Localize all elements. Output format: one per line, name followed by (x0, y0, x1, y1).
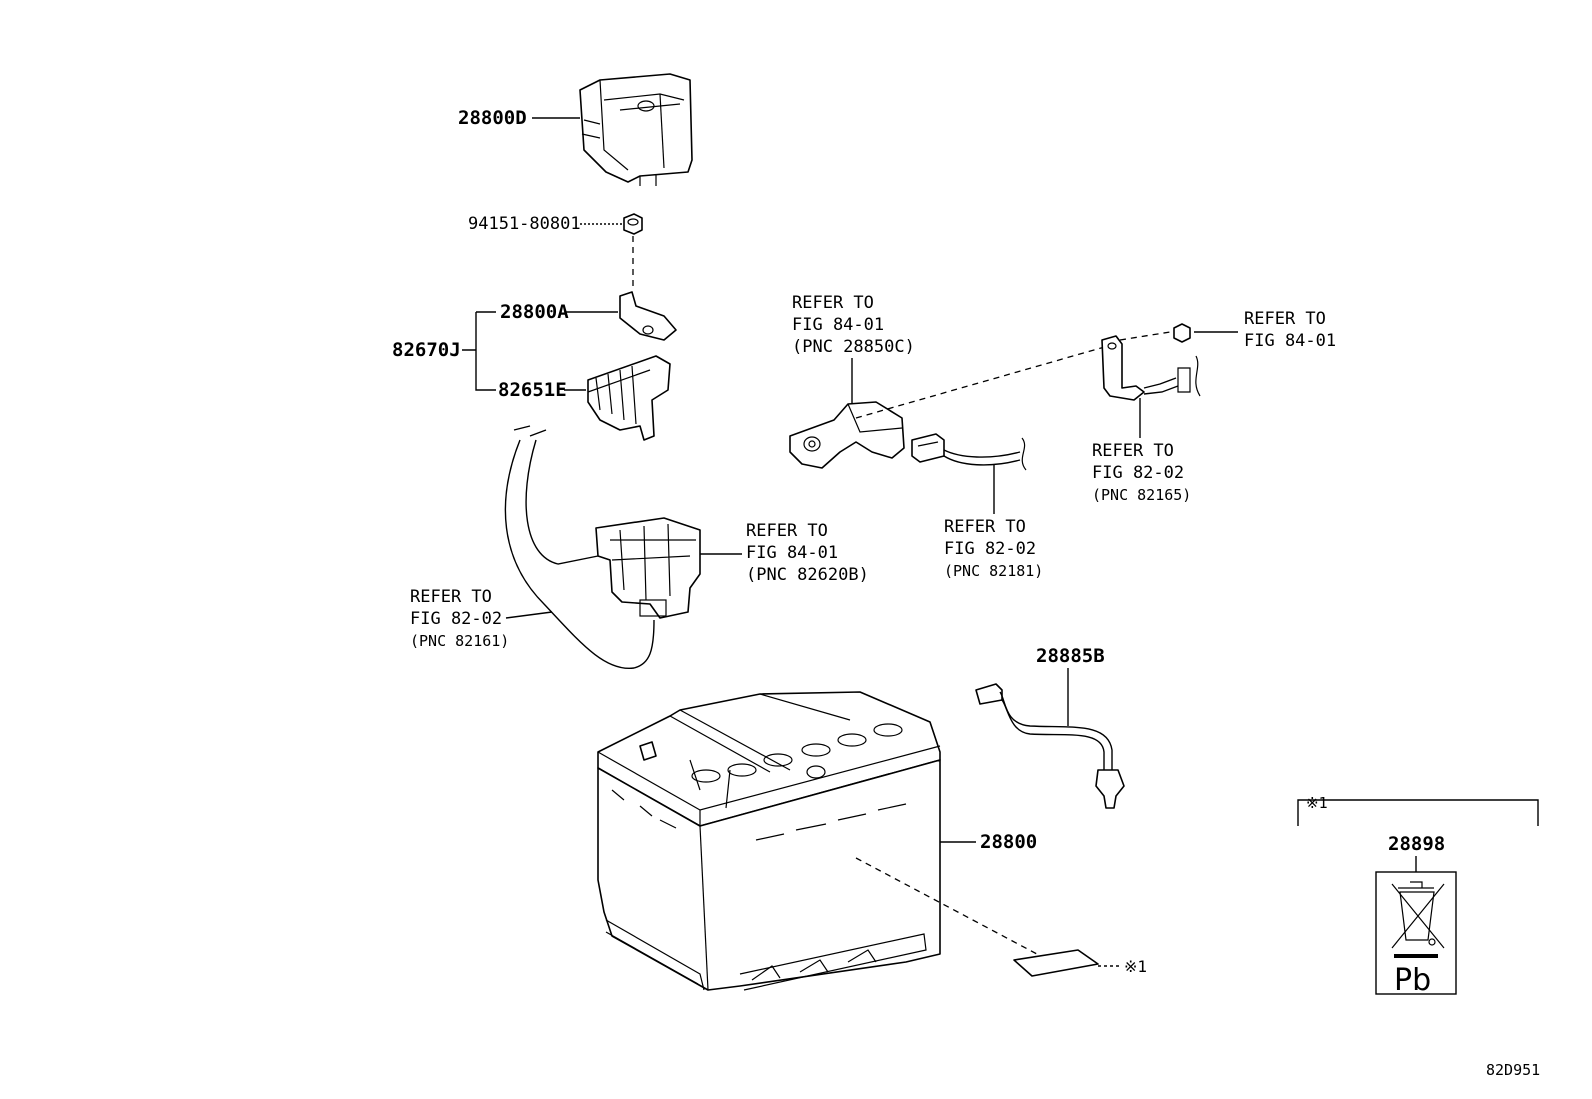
ref-fig-82-02-82161-line1: REFER TO (410, 587, 492, 607)
crossed-bin-icon (1391, 881, 1445, 958)
part-number-28800a: 28800A (500, 301, 569, 323)
sensor-connector-drawing (911, 433, 1027, 471)
ref-fig-84-01-28850c-line2: FIG 84-01 (792, 315, 884, 335)
leader-ref-82161 (505, 611, 553, 619)
note-mark-label: ※1 (1124, 957, 1147, 976)
battery-cable-drawing (504, 425, 701, 669)
part-number-28885b: 28885B (1036, 645, 1105, 667)
ref-fig-82-02-82161-line2: FIG 82-02 (410, 609, 502, 629)
dash-ground-to-nut (1119, 331, 1171, 341)
ref-fig-84-01-82620b-line1: REFER TO (746, 521, 828, 541)
label-sticker-drawing (1013, 949, 1099, 977)
bracket-82670j (462, 311, 496, 391)
part-94151-nut-drawing (623, 213, 643, 235)
part-number-28898: 28898 (1388, 833, 1445, 855)
ref-fig-84-01-28850c-line1: REFER TO (792, 293, 874, 313)
part-number-28800d: 28800D (458, 107, 527, 129)
ref-fig-84-01-82620b-line2: FIG 84-01 (746, 543, 838, 563)
figure-code: 82D951 (1486, 1061, 1540, 1079)
part-28885b-vent-hose-drawing (975, 683, 1125, 809)
part-28800a-terminal-drawing (619, 291, 677, 341)
ref-fig-82-02-82165-line1: REFER TO (1092, 441, 1174, 461)
ref-fig-84-01-82620b-line3: (PNC 82620B) (746, 565, 869, 585)
ref-fig-84-01-nut-line1: REFER TO (1244, 309, 1326, 329)
ground-terminal-drawing (1101, 323, 1201, 401)
ref-fig-82-02-82165-line3: (PNC 82165) (1092, 486, 1191, 504)
dash-battery-to-label (855, 857, 1053, 963)
bracket-28898-group (1297, 799, 1539, 826)
part-82651e-fuse-block-drawing (587, 355, 671, 441)
part-number-28800: 28800 (980, 831, 1037, 853)
part-number-82670j: 82670J (392, 339, 461, 361)
ref-fig-82-02-82165-line2: FIG 82-02 (1092, 463, 1184, 483)
ref-fig-84-01-28850c-line3: (PNC 28850C) (792, 337, 915, 357)
part-number-82651e: 82651E (498, 379, 567, 401)
note-mark-group: ※1 (1306, 794, 1328, 812)
pb-text: Pb (1394, 963, 1431, 998)
battery-sensor-drawing (789, 401, 905, 469)
recycling-label-drawing: Pb (1375, 871, 1457, 998)
part-28800d-cover-drawing (579, 73, 693, 186)
ref-fig-82-02-82161-line3: (PNC 82161) (410, 632, 509, 650)
ref-fig-82-02-82181-line2: FIG 82-02 (944, 539, 1036, 559)
ref-fig-84-01-nut-line2: FIG 84-01 (1244, 331, 1336, 351)
part-28800-battery-drawing (597, 691, 941, 991)
part-number-94151-80801: 94151-80801 (468, 214, 581, 234)
ref-fig-82-02-82181-line1: REFER TO (944, 517, 1026, 537)
ref-fig-82-02-82181-line3: (PNC 82181) (944, 562, 1043, 580)
